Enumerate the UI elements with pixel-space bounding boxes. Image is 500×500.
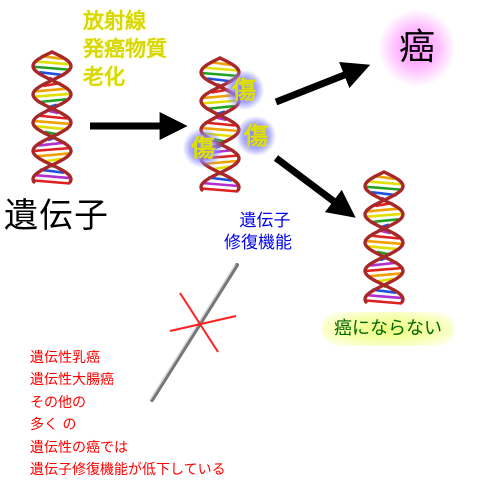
cause-aging-label: 老化 [83,65,125,89]
dna-base-pair [37,97,67,104]
dna-base-pair [34,152,70,158]
arrow-to-repaired-icon [273,155,356,218]
dna-helix-original [31,50,73,185]
repair-function-label-line2: 修復機能 [224,233,292,253]
dna-base-pair [33,179,71,185]
dna-base-pair [33,92,71,99]
repair-function-label-line1: 遺伝子 [239,211,291,231]
dna-base-pair [202,66,238,72]
dna-base-pair [365,293,403,300]
note-line-4: 多く の [30,417,77,433]
dna-base-pair [34,60,70,66]
dna-base-pair [365,212,403,219]
note-line-6: 遺伝子修復機能が低下している [30,462,226,478]
cross-mark-icon [169,292,237,353]
dna-base-pair [35,87,69,93]
arrow-to-cancer-icon [274,62,371,106]
damage-mark-3: 傷 [183,128,223,168]
dna-base-pair [36,114,68,120]
dna-base-pair [201,187,239,193]
no-cancer-label: 癌にならない [322,312,454,346]
cancer-label: 癌 [379,10,455,86]
note-line-3: その他の [30,395,86,411]
dna-base-pair [365,299,403,305]
dna-backbone-strand [363,170,405,304]
dna-backbone-strand [363,170,405,304]
dna-base-pair [33,146,71,153]
dna-base-pair [365,185,403,192]
gene-label: 遺伝子 [4,196,109,236]
note-line-5: 遺伝性の癌では [30,440,128,456]
dna-base-pair [35,125,69,131]
damage-mark-2: 傷 [236,116,276,156]
dna-helix-repaired [363,170,405,305]
dna-base-pair [32,119,72,126]
dna-base-pair [364,239,404,246]
broken-line-highlight [149,264,236,401]
broken-line-icon [150,263,239,402]
dna-backbone-strand [199,56,241,192]
dna-base-pair [369,217,399,224]
dna-backbone-strand [31,50,73,184]
note-line-1: 遺伝性乳癌 [30,350,100,366]
dna-base-pair [365,266,403,273]
cause-radiation-label: 放射線 [83,9,146,33]
dna-base-pair [205,104,235,111]
dna-base-pair [33,173,71,180]
damage-mark-1: 傷 [224,70,264,110]
dna-base-pair [366,272,402,278]
dna-base-pair [33,65,71,72]
note-line-2: 遺伝性大腸癌 [30,372,114,388]
cause-carcinogen-label: 発癌物質 [83,37,167,61]
dna-base-pair [367,245,401,251]
dna-base-pair [204,121,236,127]
dna-base-pair [201,181,239,188]
dna-base-pair [368,234,400,240]
dna-backbone-strand [31,50,73,184]
dna-base-pair [367,207,401,213]
dna-base-pair [366,180,402,186]
